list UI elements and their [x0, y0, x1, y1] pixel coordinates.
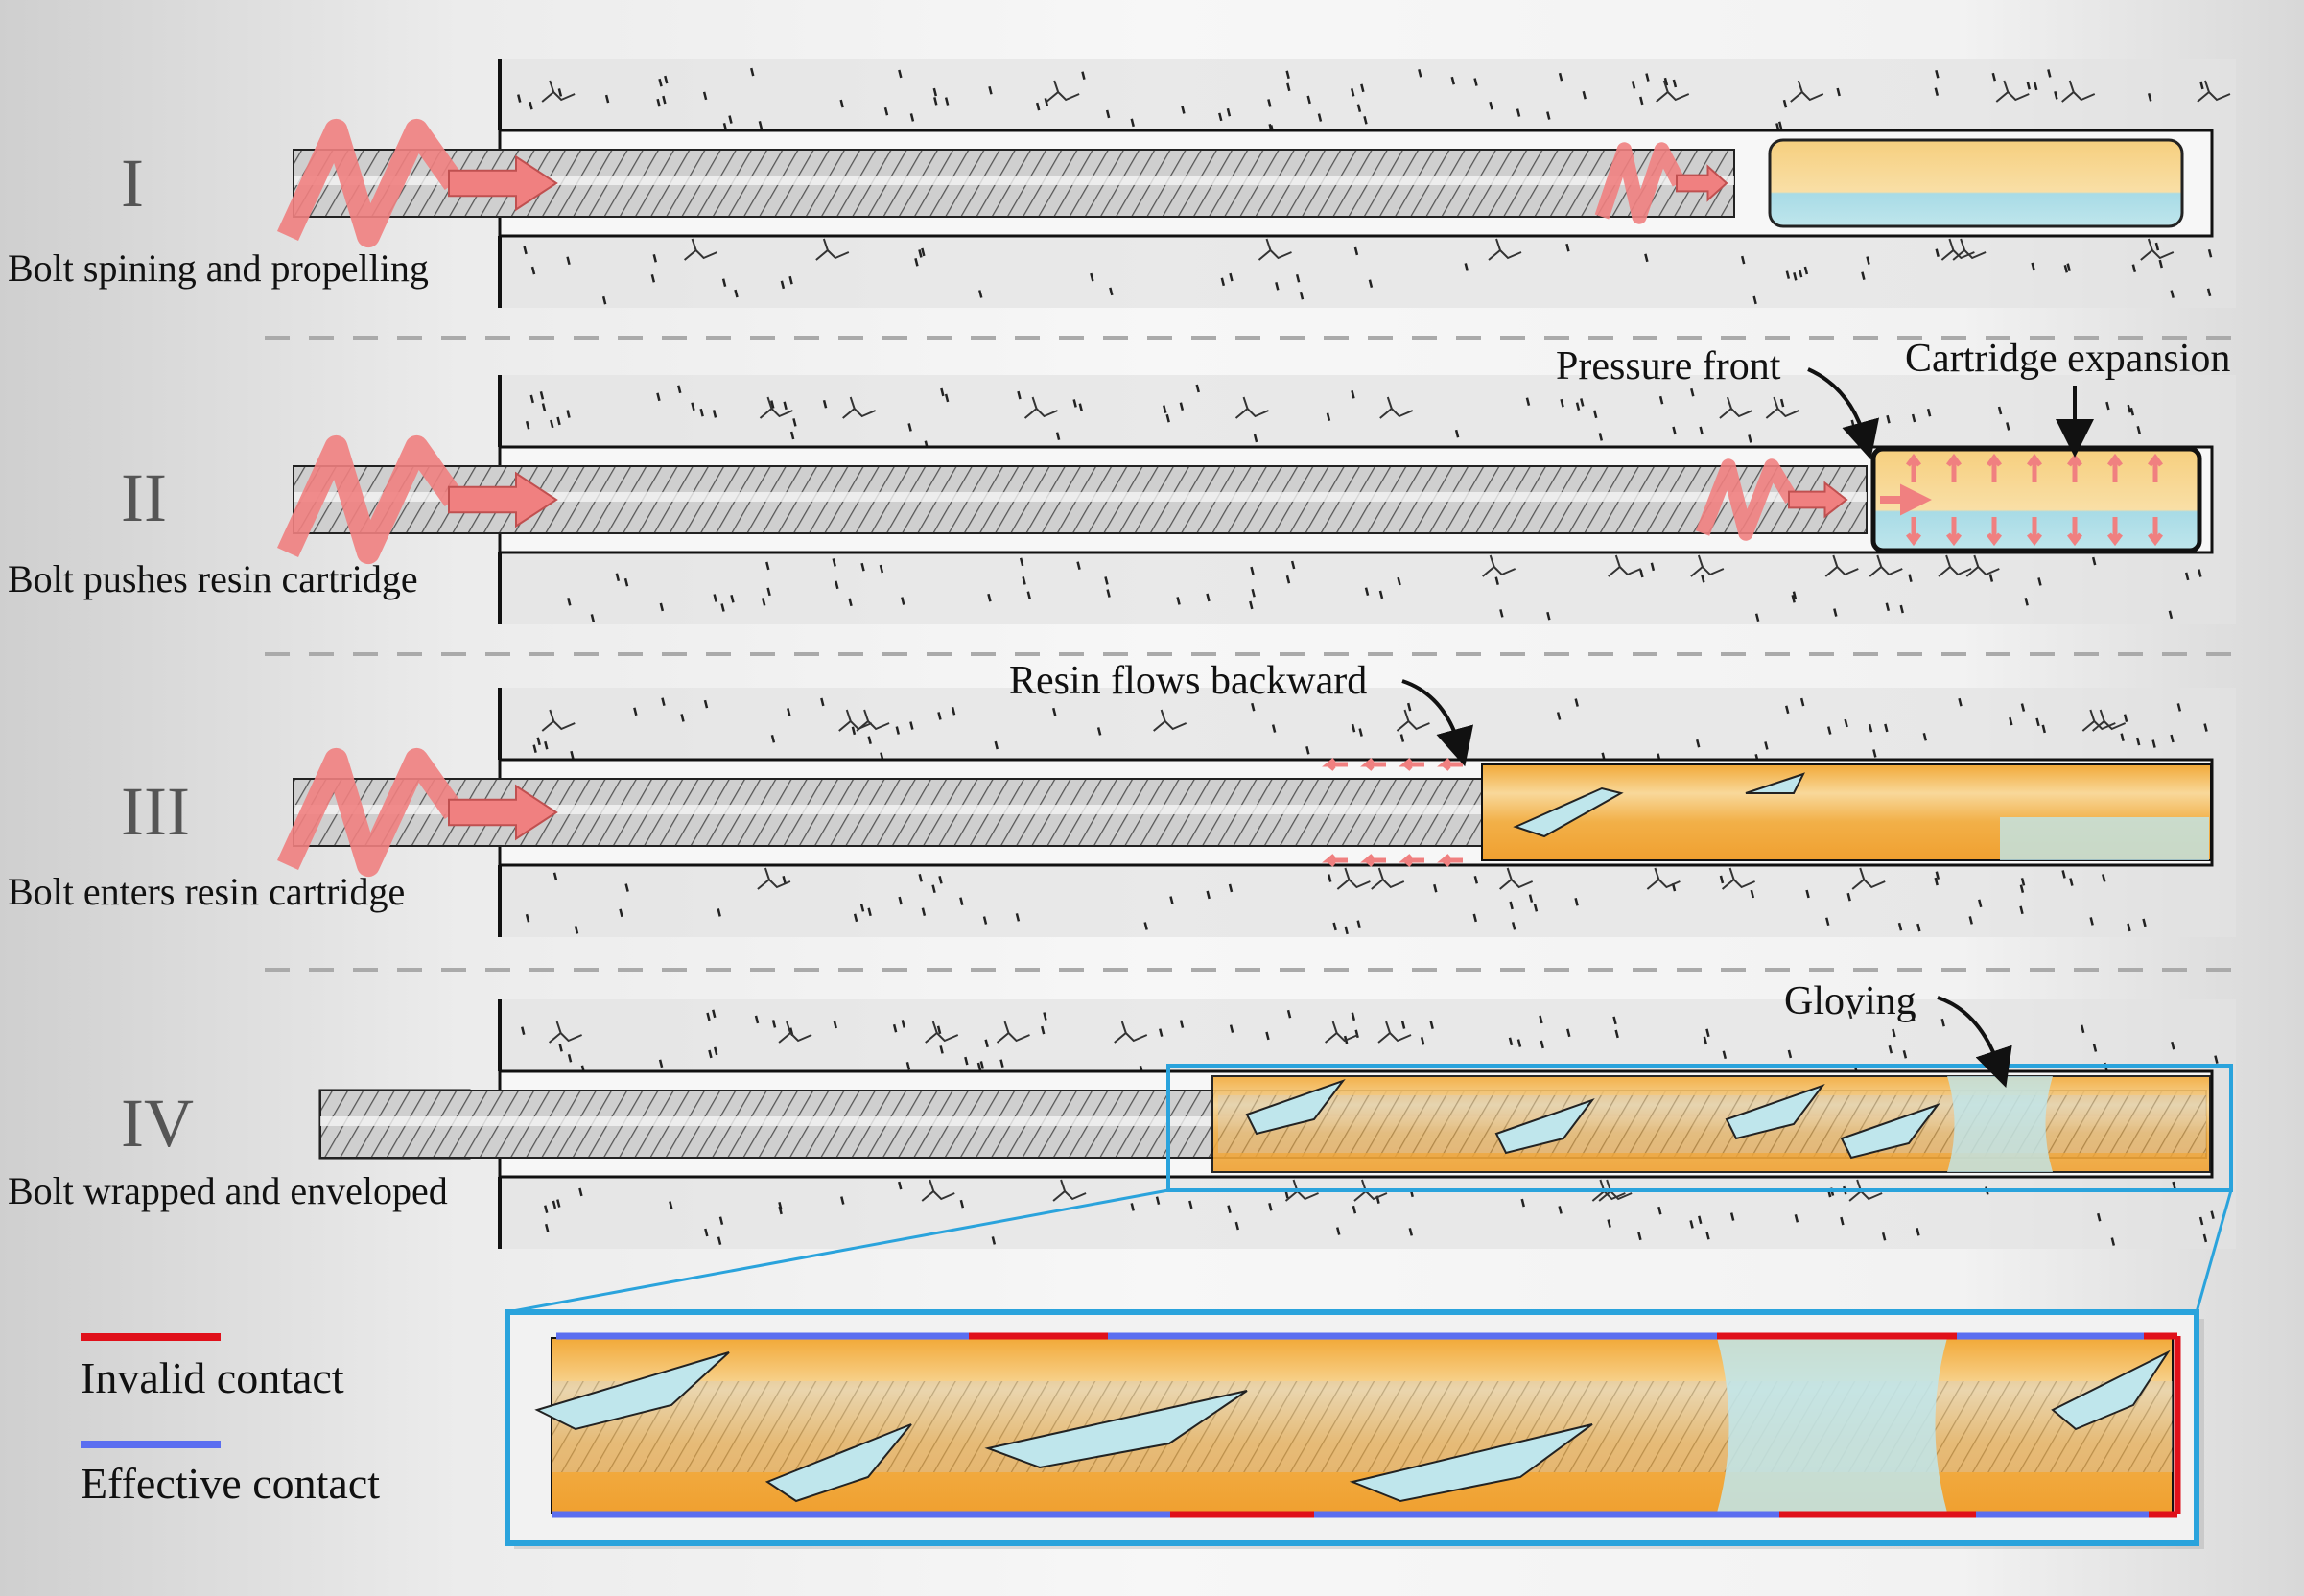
expansion-arrow-icon [2148, 517, 2163, 547]
backflow-arrow-icon [1399, 854, 1424, 867]
backflow-arrow-icon [1360, 854, 1386, 867]
stage-1-numeral: I [121, 145, 144, 222]
annotation-cartridge-expansion: Cartridge expansion [1905, 337, 2231, 381]
pressure-front-arrow-icon [1807, 367, 1880, 460]
cartridge-film [1725, 1083, 1825, 1140]
cartridge-film [534, 1351, 730, 1431]
stage-1-scene [276, 59, 2236, 308]
expansion-arrow-icon [2067, 517, 2082, 547]
stage-2-numeral: II [121, 459, 167, 536]
stage-4-numeral: IV [121, 1085, 194, 1162]
stage-1-caption: Bolt spining and propelling [8, 246, 429, 290]
backflow-arrow-icon [1360, 758, 1386, 771]
expansion-arrow-icon [2107, 453, 2123, 482]
expansion-arrow-icon [2027, 517, 2042, 547]
gloving-arrow-icon [1937, 996, 2012, 1088]
cartridge-film [764, 1423, 912, 1503]
zoom-connector [2195, 1189, 2233, 1313]
resin-flow-arrow-icon [1401, 679, 1474, 767]
expansion-arrow-icon [1906, 517, 1921, 547]
cartridge-film [984, 1390, 1248, 1469]
rotation-arrow-icon [276, 434, 558, 565]
expansion-arrow-icon [2107, 517, 2123, 547]
inset-gloving-film [1717, 1338, 1947, 1513]
expansion-arrow-icon [1946, 453, 1962, 482]
stage-4-scene [318, 999, 2236, 1249]
backflow-arrow-icon [1437, 854, 1463, 867]
stage-3-scene [276, 688, 2236, 937]
rotation-arrow-icon [276, 747, 558, 878]
zoomed-inset [505, 1309, 2204, 1549]
legend-invalid-label: Invalid contact [81, 1353, 344, 1402]
cartridge-film [1494, 1097, 1595, 1155]
backflow-arrow-icon [1399, 758, 1424, 771]
legend-invalid-swatch [81, 1333, 221, 1341]
rotation-arrow-icon [276, 118, 558, 248]
cartridge-film [1513, 772, 1805, 838]
rotation-arrow-icon [1594, 142, 1728, 224]
backflow-arrow-icon [1322, 758, 1348, 771]
expansion-arrow-icon [2148, 453, 2163, 482]
expansion-arrow-icon [1987, 453, 2002, 482]
expansion-arrow-icon [2067, 453, 2082, 482]
resin-cartridge [1768, 138, 2184, 228]
expansion-arrow-icon [1906, 453, 1921, 482]
zoom-connector [506, 1188, 1169, 1314]
legend-effective-label: Effective contact [81, 1459, 381, 1508]
stage-2-scene [276, 375, 2236, 624]
gloving-film [1947, 1076, 2053, 1172]
cartridge-film [2051, 1350, 2171, 1431]
rotation-arrow-icon [1695, 458, 1848, 541]
push-arrow-icon [1880, 483, 1932, 516]
cartridge-film [1349, 1423, 1593, 1503]
zoom-region-frame [1166, 1064, 2233, 1192]
annotation-gloving: Gloving [1784, 979, 1916, 1023]
expansion-arrow-icon [2027, 453, 2042, 482]
annotation-pressure-front: Pressure front [1556, 344, 1781, 388]
stage-2-caption: Bolt pushes resin cartridge [8, 557, 418, 600]
expansion-arrow-icon [1946, 517, 1962, 547]
stage-3-numeral: III [121, 773, 190, 850]
stage-3-caption: Bolt enters resin cartridge [8, 870, 406, 913]
legend-effective-swatch [81, 1441, 221, 1448]
cartridge-film [1840, 1102, 1940, 1160]
annotation-resin-flows-backward: Resin flows backward [1009, 659, 1368, 703]
backflow-arrow-icon [1322, 854, 1348, 867]
expansion-arrow-icon [1987, 517, 2002, 547]
cartridge-film [2000, 817, 2209, 860]
cartridge-film [1245, 1078, 1346, 1136]
stage-4-caption: Bolt wrapped and enveloped [8, 1169, 448, 1212]
